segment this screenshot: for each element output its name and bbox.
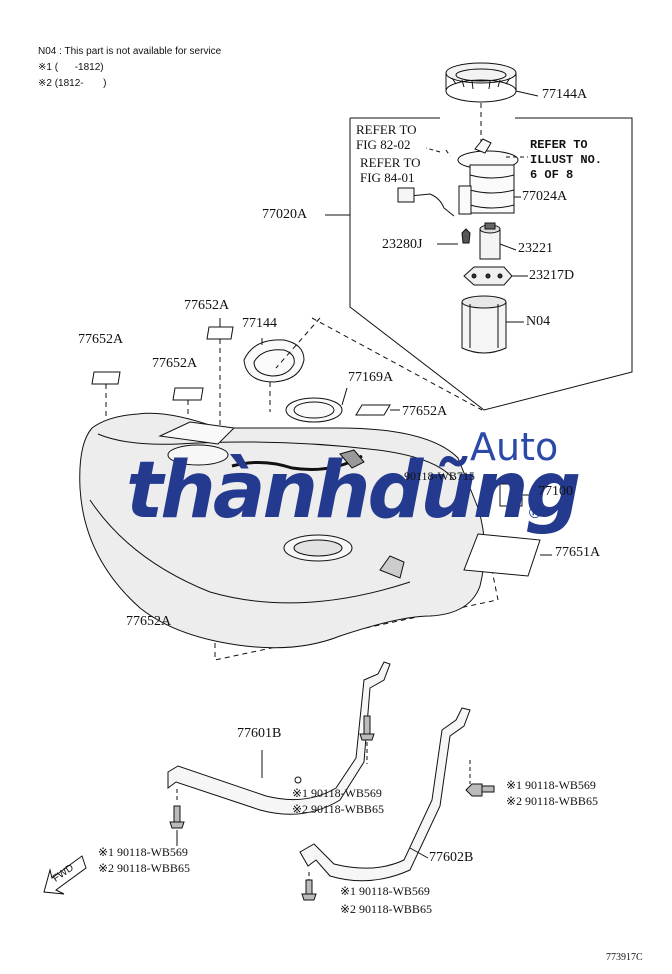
label-77652A-left: 77652A: [78, 332, 124, 347]
pad-77652A-left: [91, 371, 121, 385]
fwd-arrow-icon: [43, 855, 87, 895]
label-left-bolt-2: ※2 90118-WBB65: [98, 861, 190, 875]
notes-block: N04 : This part is not available for ser…: [38, 44, 221, 92]
label-77024A: 77024A: [522, 189, 568, 204]
label-right-bolt-1: ※1 90118-WB569: [506, 778, 596, 792]
pressure-regulator-23280J: [461, 228, 471, 244]
watermark-auto: Auto: [470, 425, 559, 469]
gasket-77169A: [285, 397, 343, 423]
pad-77652A-top: [206, 326, 234, 340]
pump-module-box: [349, 117, 633, 411]
label-refer-illust-line3: 6 OF 8: [530, 168, 574, 182]
watermark-registered: ®: [527, 503, 543, 522]
label-N04: N04: [526, 314, 551, 329]
label-77020A: 77020A: [262, 207, 308, 222]
note-n04: N04 : This part is not available for ser…: [38, 46, 222, 57]
label-77100: 77100: [538, 484, 573, 499]
canister-N04: [461, 295, 507, 354]
label-77651A: [463, 533, 541, 577]
label-77601B: 77601B: [237, 726, 282, 741]
label-77652A-mid: 77652A: [152, 356, 198, 371]
label-77169A: 77169A: [348, 370, 394, 385]
label-refer-fig84-line2: FIG 84-01: [360, 170, 415, 185]
label-refer-fig82-line1: REFER TO: [356, 122, 417, 137]
bolt-mid: [359, 715, 375, 741]
label-23217D: 23217D: [529, 268, 575, 283]
lock-ring-77144A: [445, 62, 517, 103]
bolt-right: [465, 783, 495, 797]
bolt-bottom: [301, 879, 317, 901]
pad-77652A-mid: [172, 387, 204, 401]
label-77144: 77144: [242, 316, 277, 331]
label-refer-fig84-line1: REFER TO: [360, 155, 421, 170]
fuel-tank-77001: [79, 412, 486, 649]
fuel-pump-assembly: [457, 138, 519, 215]
label-bottom-bolt-2: ※2 90118-WBB65: [340, 902, 432, 916]
label-refer-fig82-line2: FIG 82-02: [356, 137, 411, 152]
note-range-2: ※2 (1812- ): [38, 78, 107, 89]
label-left-bolt-1: ※1 90118-WB569: [98, 845, 188, 859]
label-23280J: 23280J: [382, 237, 423, 252]
label-77652A-top: 77652A: [184, 298, 230, 313]
label-23221: 23221: [518, 241, 553, 256]
figure-id: 773917C: [606, 952, 643, 963]
label-90118-WB715: 90118-WB715: [404, 469, 475, 483]
label-77652A-bottom: 77652A: [126, 614, 172, 629]
label-refer-illust-line2: ILLUST NO.: [530, 153, 603, 167]
gasket-77144: [243, 339, 305, 383]
label-77602B: 77602B: [429, 850, 474, 865]
watermark-brand: thànhdũng: [126, 446, 581, 536]
strap-77601B: [167, 661, 391, 815]
label-bottom-bolt-1: ※1 90118-WB569: [340, 884, 430, 898]
note-range-1: ※1 ( -1812): [38, 62, 104, 73]
strap-77602B: [299, 707, 471, 882]
label-refer-illust-line1: REFER TO: [530, 138, 588, 152]
label-mid-bolt-1: ※1 90118-WB569: [292, 786, 382, 800]
label-mid-bolt-2: ※2 90118-WBB65: [292, 802, 384, 816]
bolt-left: [169, 805, 185, 829]
fuel-filter-23221: [479, 222, 501, 260]
pad-77652A-right: [355, 404, 391, 416]
label-77652A-right: 77652A: [402, 404, 448, 419]
label-77651A: 77651A: [555, 545, 601, 560]
label-77144A: 77144A: [542, 87, 588, 102]
retainer-23217D: [463, 266, 513, 286]
label-right-bolt-2: ※2 90118-WBB65: [506, 794, 598, 808]
